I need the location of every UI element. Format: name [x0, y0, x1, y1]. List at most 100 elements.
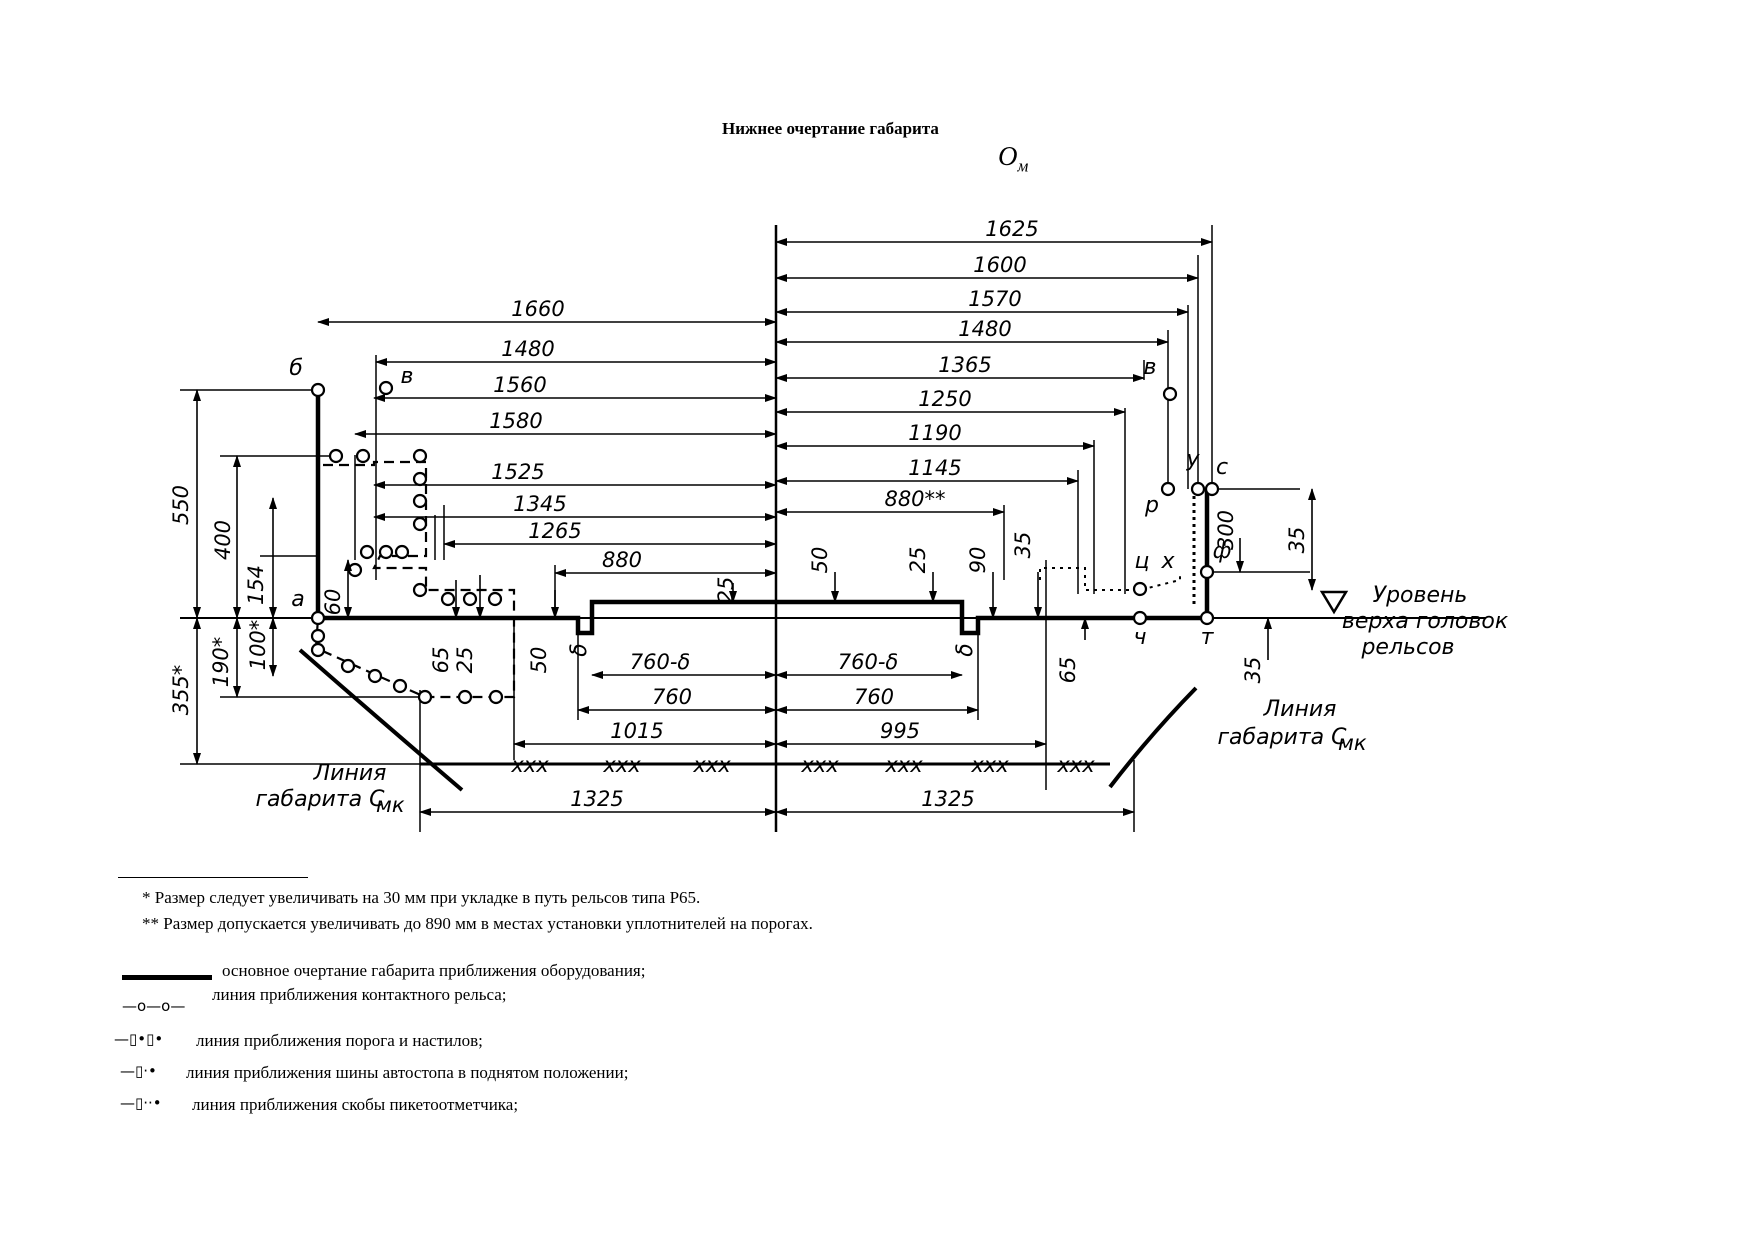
xxx-mark: xxx — [884, 753, 923, 777]
gauge-point — [462, 591, 478, 607]
point-label: в — [401, 364, 414, 389]
point-label: в — [1144, 355, 1157, 380]
dimension-label: 35 — [1285, 527, 1309, 554]
rail-level-label-2: верха головок — [1342, 609, 1509, 634]
dimension-label: 25 — [453, 647, 477, 674]
dimension-label: 300 — [1214, 510, 1238, 550]
gauge-point — [328, 448, 344, 464]
gauge-point — [1160, 481, 1176, 497]
page-title: Нижнее очертание габарита — [722, 119, 939, 138]
dimension-label: 1365 — [938, 353, 991, 377]
footnote-divider — [118, 877, 308, 878]
point-label: х — [1160, 549, 1175, 574]
legend-symbol-4: —▯·• — [120, 1062, 157, 1080]
dimension-label: 760 — [854, 685, 894, 709]
dimension-label: 1560 — [493, 373, 546, 397]
dimension-label: 1480 — [958, 317, 1011, 341]
dimension-label: 90 — [966, 547, 990, 574]
dimension-label: 880 — [602, 548, 642, 572]
xxx-mark: xxx — [692, 753, 731, 777]
legend-solid-line — [122, 975, 212, 980]
gauge-designation: Oм — [998, 141, 1028, 176]
dimension-label: 60 — [321, 589, 345, 616]
gauge-drawing: 16251600157014801365125011901145880**166… — [169, 217, 1509, 832]
gauge-point — [355, 448, 371, 464]
dimension-label: 1580 — [489, 409, 542, 433]
dimension-label: 1525 — [491, 460, 544, 484]
legend-item-5: линия приближения скобы пикетоотметчика; — [192, 1095, 519, 1114]
dimension-label: 400 — [211, 520, 235, 560]
gauge-point — [378, 380, 394, 396]
legend-item-2: линия приближения контактного рельса; — [212, 985, 507, 1004]
dimension-label: 1190 — [908, 421, 961, 445]
gauge-point — [392, 678, 408, 694]
legend-item-3: линия приближения порога и настилов; — [196, 1031, 483, 1050]
legend-symbol-2: —o—o— — [122, 997, 186, 1015]
dimension-label: 355* — [169, 665, 193, 716]
gauge-subscript: м — [1017, 156, 1029, 176]
dimension-label: 100* — [246, 620, 270, 671]
footnote-1: * Размер следует увеличивать на 30 мм пр… — [142, 888, 701, 907]
dimension-label: 1265 — [528, 519, 581, 543]
dimension-label: 1345 — [513, 492, 566, 516]
gauge-point — [1199, 610, 1215, 626]
legend-item-4: линия приближения шины автостопа в подня… — [186, 1063, 629, 1082]
dimension-label: 35 — [1011, 532, 1035, 559]
gauge-point — [310, 642, 326, 658]
dimension-label: 1600 — [973, 253, 1026, 277]
dimension-label: 1660 — [511, 297, 564, 321]
dimension-label: 25 — [714, 577, 738, 604]
rail-level-label-1: Уровень — [1373, 583, 1468, 608]
gauge-point — [417, 689, 433, 705]
rail-level-label-3: рельсов — [1360, 635, 1454, 660]
gauge-point — [412, 471, 428, 487]
dimension-label: 35 — [1241, 657, 1265, 684]
footnote-2: ** Размер допускается увеличивать до 890… — [142, 914, 813, 933]
legend-item-1: основное очертание габарита приближения … — [222, 961, 646, 980]
point-label: б — [289, 356, 303, 381]
right-gauge-line-label-1: Линия — [1263, 697, 1337, 722]
point-label: ф — [1213, 539, 1232, 564]
point-label: ч — [1134, 625, 1147, 650]
gauge-point — [412, 582, 428, 598]
dimension-label: 50 — [808, 547, 832, 574]
dimension-label: 1570 — [968, 287, 1021, 311]
dimension-label: 25 — [906, 547, 930, 574]
gauge-point — [440, 591, 456, 607]
point-label: т — [1201, 625, 1215, 650]
xxx-mark: xxx — [510, 753, 549, 777]
left-gauge-line-subscript: мк — [376, 793, 405, 817]
gauge-point — [1190, 481, 1206, 497]
dimension-label: 1325 — [570, 787, 623, 811]
point-label: δ — [953, 643, 978, 656]
dimension-label: 1325 — [921, 787, 974, 811]
dimension-label: 760-δ — [838, 650, 899, 674]
gauge-point — [378, 544, 394, 560]
right-gauge-line-subscript: мк — [1338, 731, 1367, 755]
xxx-mark: xxx — [1056, 753, 1095, 777]
legend-symbol-5: —▯··• — [120, 1094, 162, 1112]
dimension-label: 65 — [429, 647, 453, 674]
legend-symbol-3: —▯•▯• — [114, 1030, 164, 1048]
gauge-point — [412, 493, 428, 509]
gauge-point — [487, 591, 503, 607]
point-label: δ — [567, 643, 592, 656]
gauge-point — [347, 562, 363, 578]
point-label: р — [1144, 493, 1159, 518]
gauge-point — [1132, 610, 1148, 626]
dimension-label: 550 — [169, 485, 193, 525]
gauge-point — [310, 610, 326, 626]
dimension-label: 1250 — [918, 387, 971, 411]
gauge-point — [412, 448, 428, 464]
point-label: а — [291, 587, 304, 612]
dimension-label: 1015 — [610, 719, 663, 743]
gauge-point — [1162, 386, 1178, 402]
gauge-point — [340, 658, 356, 674]
dimension-label: 190* — [209, 637, 233, 688]
point-label: у — [1185, 447, 1200, 472]
right-gauge-line-label-2: габарита C — [1217, 725, 1347, 750]
dimension-label: 1480 — [501, 337, 554, 361]
xxx-mark: xxx — [800, 753, 839, 777]
gauge-point — [310, 382, 326, 398]
gauge-point — [367, 668, 383, 684]
